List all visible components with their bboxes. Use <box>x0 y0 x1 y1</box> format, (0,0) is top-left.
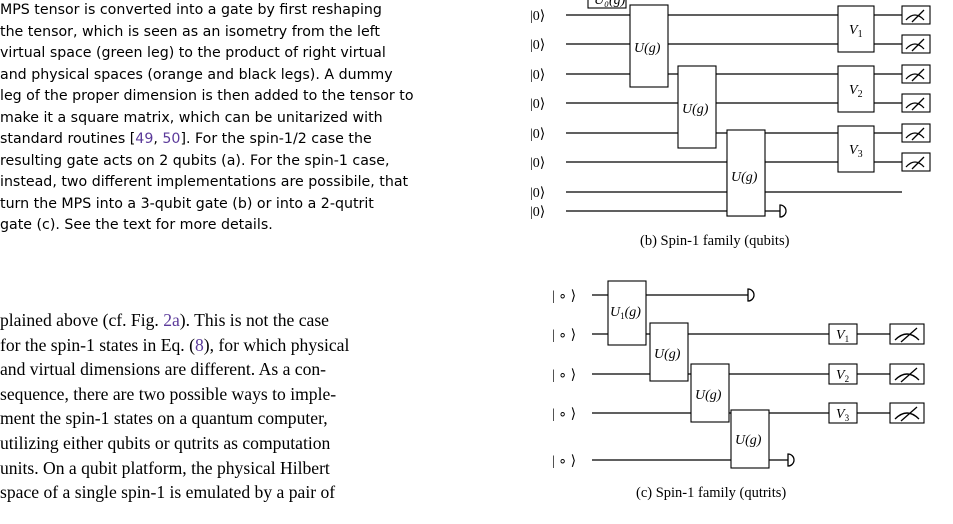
caption-line: make it a square matrix, which can be un… <box>0 109 383 126</box>
u-gate-label: U(g) <box>735 433 762 448</box>
u-gate <box>726 129 766 217</box>
measurement-meter-icon <box>901 123 931 143</box>
u1-gate-label: U1(g) <box>610 305 641 321</box>
u-gate-label: U(g) <box>695 388 722 403</box>
discard-cap <box>779 204 787 218</box>
caption-line: turn the MPS into a 3-qubit gate (b) or … <box>0 195 374 212</box>
body-line: sequence, there are two possible ways to… <box>0 383 337 404</box>
measurement-meter-icon <box>889 402 925 424</box>
caption-line: leg of the proper dimension is then adde… <box>0 88 414 104</box>
body-line: units. On a qubit platform, the physical… <box>0 457 330 478</box>
v-gate <box>837 125 875 173</box>
measurement-meter-icon <box>901 34 931 54</box>
caption-line: the tensor, which is seen as an isometry… <box>0 23 380 40</box>
v-gate <box>828 402 858 424</box>
measurement-meter-icon <box>889 363 925 385</box>
body-paragraph: plained above (cf. Fig. 2a). This is not… <box>0 308 490 505</box>
ket-label: |0⟩ <box>530 156 545 171</box>
v-gate-label: V2 <box>836 368 849 384</box>
u-gate <box>649 322 689 382</box>
measurement-meter-icon <box>901 5 931 25</box>
body-line: ment the spin-1 states on a quantum comp… <box>0 408 328 429</box>
ket-label: | ∘ ⟩ <box>552 407 576 422</box>
caption-line: resulting gate acts on 2 qubits (a). For… <box>0 152 390 169</box>
ket-label: | ∘ ⟩ <box>552 289 576 304</box>
caption-line: virtual space (green leg) to the product… <box>0 45 386 61</box>
ket-label: |0⟩ <box>530 97 545 112</box>
body-line: for the spin-1 states in Eq. (8), for wh… <box>0 334 350 355</box>
v-gate-label: V1 <box>849 23 863 40</box>
equation-ref-link[interactable]: 8 <box>194 334 204 355</box>
u1-gate <box>607 280 647 346</box>
v-gate-label: V3 <box>836 407 850 423</box>
ket-label: | ∘ ⟩ <box>552 328 576 343</box>
ket-label: | ∘ ⟩ <box>552 454 576 469</box>
caption-line: standard routines [49, 50]. For the spin… <box>0 131 372 147</box>
u-gate-label: U(g) <box>654 347 681 362</box>
u-gate <box>730 409 770 469</box>
ket-label: |0⟩ <box>530 205 545 220</box>
top-gate-box <box>587 0 627 9</box>
caption-line: instead, two different implementations a… <box>0 174 409 190</box>
citation-link[interactable]: 50 <box>162 131 181 147</box>
ket-label: | ∘ ⟩ <box>552 368 576 383</box>
body-line: plained above (cf. Fig. 2a). This is not… <box>0 310 329 330</box>
v-gate-label: V3 <box>849 143 863 160</box>
v-gate-label: V2 <box>849 83 863 100</box>
top-gate-label: U₀(g) <box>594 0 626 8</box>
u-gate-label: U(g) <box>731 170 758 185</box>
u-gate <box>690 363 730 423</box>
u-gate <box>629 4 669 88</box>
ket-label: |0⟩ <box>530 68 545 83</box>
discard-cap <box>787 453 795 467</box>
ket-label: |0⟩ <box>530 9 545 24</box>
discard-cap <box>747 288 755 302</box>
ket-label: |0⟩ <box>530 127 545 142</box>
figure-b-caption: (b) Spin-1 family (qubits) <box>640 233 790 249</box>
measurement-meter-icon <box>901 64 931 84</box>
citation-link[interactable]: 49 <box>135 131 154 147</box>
ket-label: |0⟩ <box>530 38 545 53</box>
body-line: space of a single spin-1 is emulated by … <box>0 482 336 503</box>
body-line: utilizing either qubits or qutrits as co… <box>0 432 331 453</box>
figure-c-caption: (c) Spin-1 family (qutrits) <box>636 485 786 501</box>
v-gate <box>837 65 875 113</box>
figure-c-circuit: | ∘ ⟩ | ∘ ⟩ | ∘ ⟩ | ∘ ⟩ | ∘ ⟩ U1(g) U(g)… <box>552 280 925 501</box>
u-gate-label: U(g) <box>634 41 661 56</box>
measurement-meter-icon <box>901 152 931 172</box>
measurement-meter-icon <box>889 323 925 345</box>
caption-line: and physical spaces (orange and black le… <box>0 66 393 83</box>
v-gate <box>837 5 875 53</box>
body-line: and virtual dimensions are different. As… <box>0 359 327 380</box>
caption-line: MPS tensor is converted into a gate by f… <box>0 2 382 18</box>
u-gate-label: U(g) <box>682 102 709 117</box>
caption-line: gate (c). See the text for more details. <box>0 217 273 233</box>
measurement-meter-icon <box>901 93 931 113</box>
figure-b-circuit: |0⟩ |0⟩ |0⟩ |0⟩ |0⟩ |0⟩ |0⟩ |0⟩ U₀(g) U(… <box>530 0 931 249</box>
u-gate <box>677 65 717 149</box>
figure-caption: MPS tensor is converted into a gate by f… <box>0 0 490 237</box>
ket-label: |0⟩ <box>530 186 545 201</box>
v-gate-label: V1 <box>836 328 849 344</box>
v-gate <box>828 323 858 345</box>
figure-ref-link[interactable]: 2a <box>163 310 180 330</box>
v-gate <box>828 363 858 385</box>
